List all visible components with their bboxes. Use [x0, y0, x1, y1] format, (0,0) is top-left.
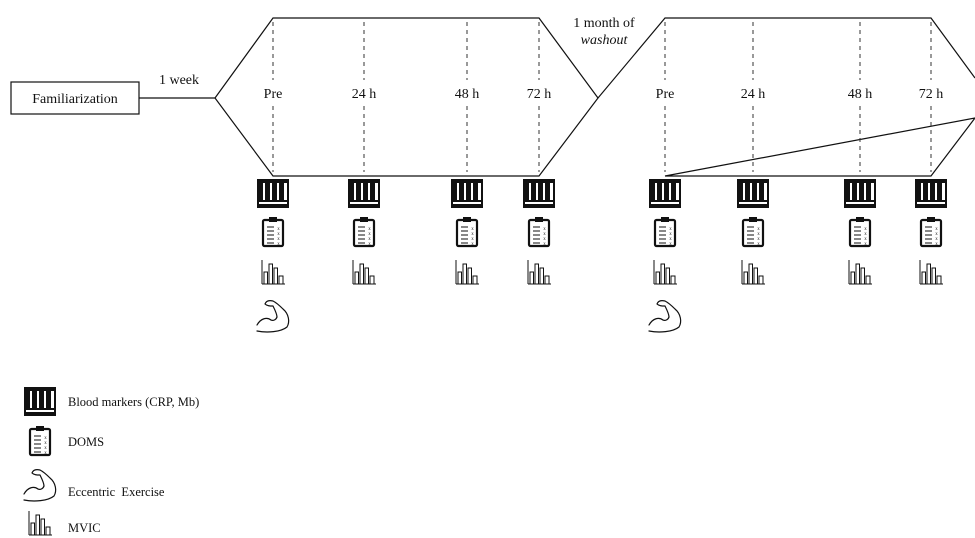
clipboard-icon	[653, 215, 677, 249]
timepoint-label-48h: 48 h	[455, 87, 480, 102]
flexed-arm-icon	[256, 300, 290, 333]
test-tubes-icon	[257, 179, 289, 208]
test-tubes-icon	[348, 179, 380, 208]
period-2-hexagon	[597, 17, 975, 177]
clipboard-icon	[352, 215, 376, 249]
bar-chart-icon	[352, 259, 377, 285]
test-tubes-icon	[451, 179, 483, 208]
clipboard-icon	[741, 215, 765, 249]
washout-line1: 1 month of	[573, 16, 635, 31]
flexed-arm-icon	[648, 300, 682, 333]
clipboard-icon	[455, 215, 479, 249]
bar-chart-icon	[653, 259, 678, 285]
legend-label-doms: DOMS	[68, 435, 104, 449]
test-tubes-icon	[737, 179, 769, 208]
bar-chart-icon	[455, 259, 480, 285]
interval-label: 1 week	[159, 73, 199, 88]
timepoint-label-72h: 72 h	[527, 87, 552, 102]
washout-line2: washout	[581, 33, 629, 48]
bar-chart-icon	[261, 259, 286, 285]
timepoint-label-pre: Pre	[656, 87, 675, 102]
bar-chart-icon	[848, 259, 873, 285]
timepoint-label-24h: 24 h	[741, 87, 766, 102]
clipboard-icon	[261, 215, 285, 249]
familiarization-label: Familiarization	[32, 92, 118, 107]
legend-label-eccentric-exercise: Eccentric Exercise	[68, 485, 165, 499]
familiarization-box	[10, 81, 140, 115]
test-tubes-icon	[649, 179, 681, 208]
bar-chart-icon	[527, 259, 552, 285]
legend-test-tubes-icon	[24, 387, 56, 416]
clipboard-icon	[848, 215, 872, 249]
legend-bar-chart-icon	[28, 510, 53, 536]
bar-chart-icon	[919, 259, 944, 285]
legend-label-blood-markers: Blood markers (CRP, Mb)	[68, 395, 199, 409]
legend: Blood markers (CRP, Mb) DOMS Eccentric E…	[23, 387, 199, 536]
timepoint-label-pre: Pre	[264, 87, 283, 102]
clipboard-icon	[919, 215, 943, 249]
test-tubes-icon	[523, 179, 555, 208]
legend-label-mvic: MVIC	[68, 521, 101, 535]
timepoint-label-48h: 48 h	[848, 87, 873, 102]
bar-chart-icon	[741, 259, 766, 285]
clipboard-icon	[527, 215, 551, 249]
test-tubes-icon	[915, 179, 947, 208]
timepoint-label-72h: 72 h	[919, 87, 944, 102]
test-tubes-icon	[844, 179, 876, 208]
legend-flexed-arm-icon	[23, 469, 57, 502]
timepoint-label-24h: 24 h	[352, 87, 377, 102]
legend-clipboard-icon	[28, 424, 52, 458]
